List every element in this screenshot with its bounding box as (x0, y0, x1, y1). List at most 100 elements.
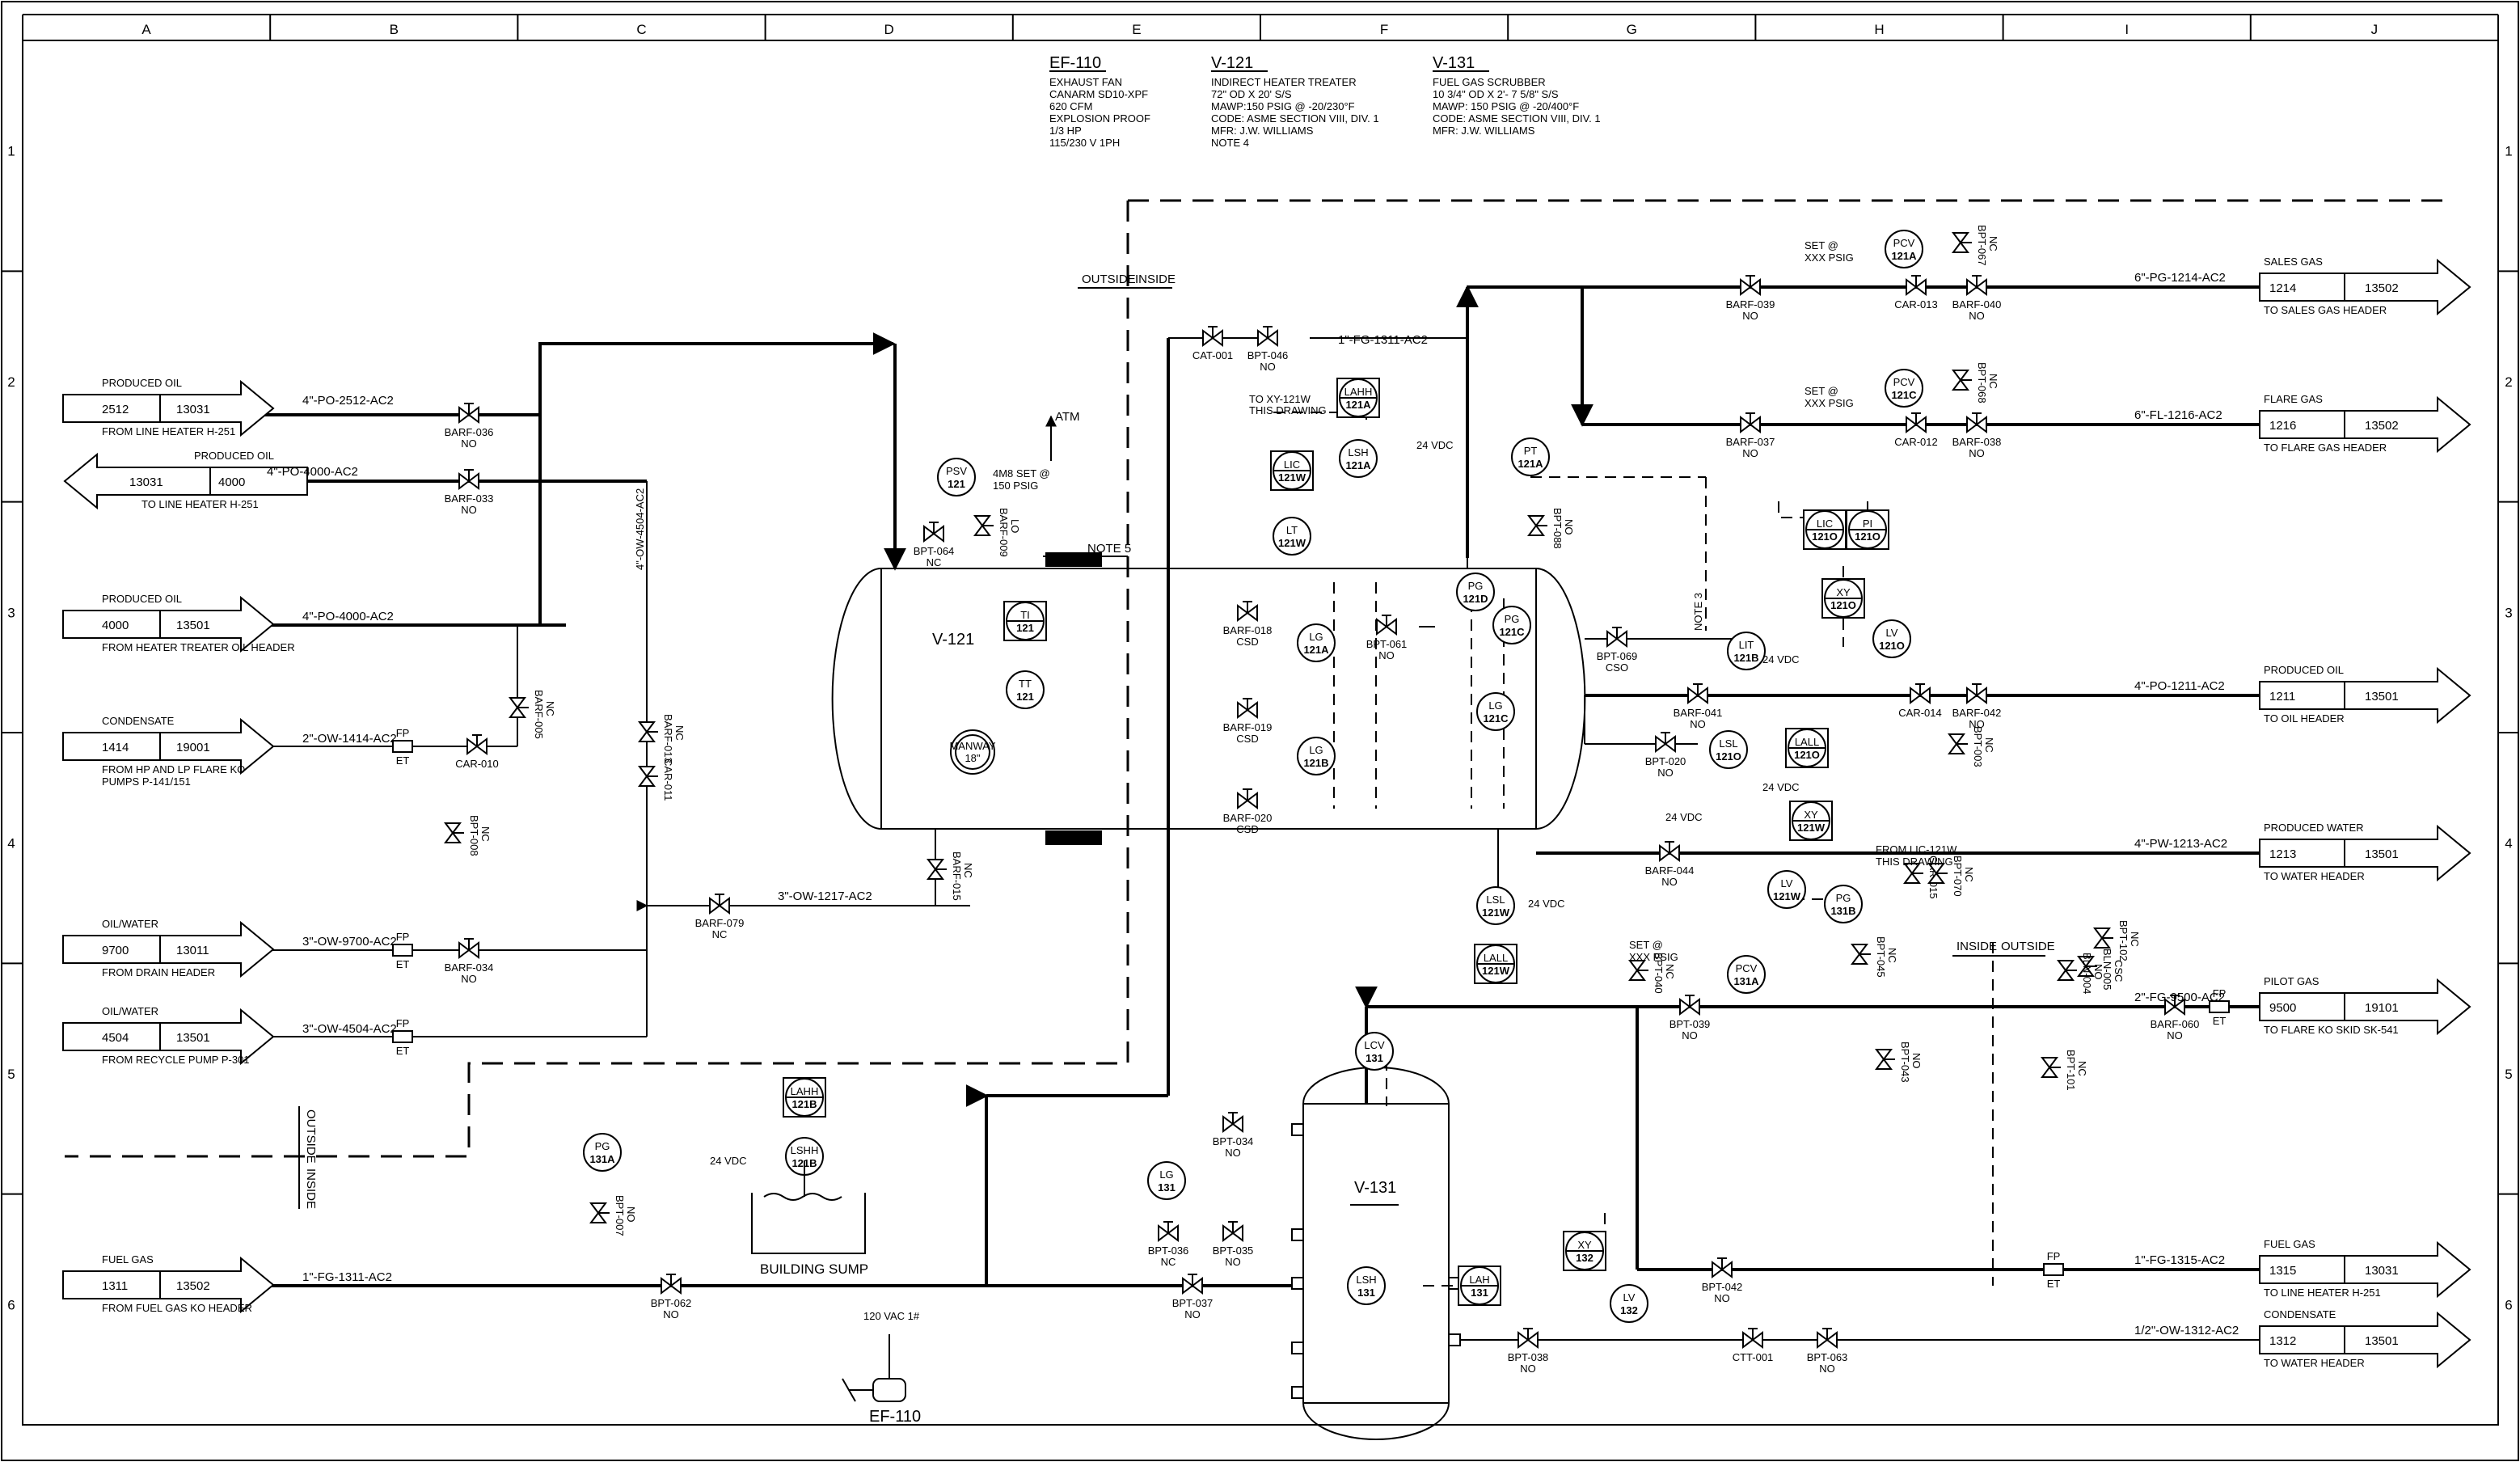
outlet-1-arrow[interactable] (2259, 258, 2471, 316)
inlet-2-arrow[interactable] (62, 595, 275, 653)
outlet-5-arrow[interactable] (2259, 978, 2471, 1036)
valve-cat-001[interactable]: CAT-001 (1192, 326, 1233, 361)
valve-car-014[interactable]: CAR-014 (1898, 683, 1942, 719)
vessel-v131[interactable]: V-131 (1291, 1067, 1461, 1440)
valve-car-013[interactable]: CAR-013 (1894, 275, 1938, 311)
inlet-6-arrow[interactable] (62, 1256, 275, 1314)
outlet-3-arrow[interactable] (2259, 666, 2471, 725)
valve-car-010[interactable]: CAR-010 (455, 734, 499, 770)
inlet-3-arrow[interactable] (62, 717, 275, 775)
valve-car-011[interactable]: CAR-011 (638, 758, 674, 801)
inlet-4-arrow[interactable] (62, 920, 275, 978)
valve-car-012[interactable]: CAR-012 (1894, 412, 1938, 448)
outlet-2-arrow[interactable] (2259, 395, 2471, 454)
outlet-7-arrow[interactable] (2259, 1311, 2471, 1369)
valve-ctt-001[interactable]: CTT-001 (1733, 1328, 1774, 1363)
inlet-1-arrow[interactable] (62, 379, 275, 437)
outlet-left-arrow[interactable] (63, 452, 308, 510)
inlet-5-arrow[interactable] (62, 1008, 275, 1066)
outlet-4-arrow[interactable] (2259, 824, 2471, 882)
